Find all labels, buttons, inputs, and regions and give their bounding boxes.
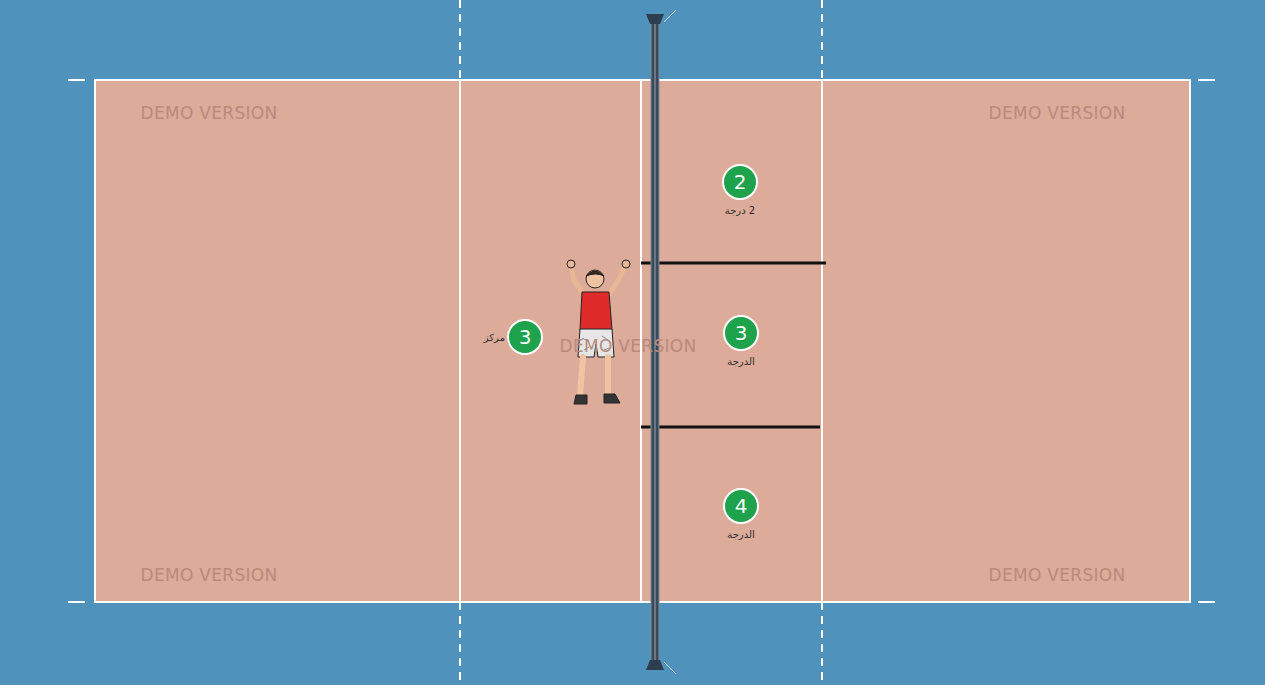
watermark: DEMO VERSION xyxy=(141,103,278,123)
position-label: 2 درجة xyxy=(725,205,755,216)
position-number: 3 xyxy=(519,327,532,347)
watermark: DEMO VERSION xyxy=(989,565,1126,585)
watermark: DEMO VERSION xyxy=(989,103,1126,123)
player-figure xyxy=(567,260,630,404)
position-marker: 3مركز xyxy=(507,319,543,355)
position-label: الدرجة xyxy=(727,529,754,540)
court-floor xyxy=(95,80,1190,602)
position-label: الدرجة xyxy=(727,356,754,367)
watermark: DEMO VERSION xyxy=(560,336,697,356)
court-lines xyxy=(68,0,1215,685)
watermark: DEMO VERSION xyxy=(141,565,278,585)
position-number: 2 xyxy=(734,172,747,192)
position-label: مركز xyxy=(484,332,505,343)
position-number: 3 xyxy=(735,323,748,343)
position-marker: 22 درجة xyxy=(722,164,758,200)
position-marker: 3الدرجة xyxy=(723,315,759,351)
position-number: 4 xyxy=(735,496,748,516)
position-marker: 4الدرجة xyxy=(723,488,759,524)
